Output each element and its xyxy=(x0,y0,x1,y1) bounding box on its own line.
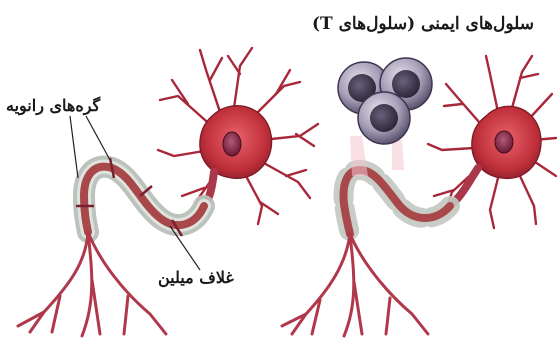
axon-terminals-right xyxy=(282,234,428,336)
axon-terminals-left xyxy=(18,232,166,336)
nucleus xyxy=(223,132,241,156)
t-cells-label: سلول‌های ایمنی (سلول‌های T) xyxy=(312,14,534,34)
myelin-sheath-label: غلاف میلین xyxy=(158,268,234,287)
nucleus-right xyxy=(495,131,513,153)
ranvier-nodes-label: گره‌های رانویه xyxy=(6,96,100,115)
attacked-neuron xyxy=(282,56,556,336)
t-cells xyxy=(338,58,432,144)
healthy-neuron xyxy=(18,48,318,336)
t-cell xyxy=(358,92,410,144)
